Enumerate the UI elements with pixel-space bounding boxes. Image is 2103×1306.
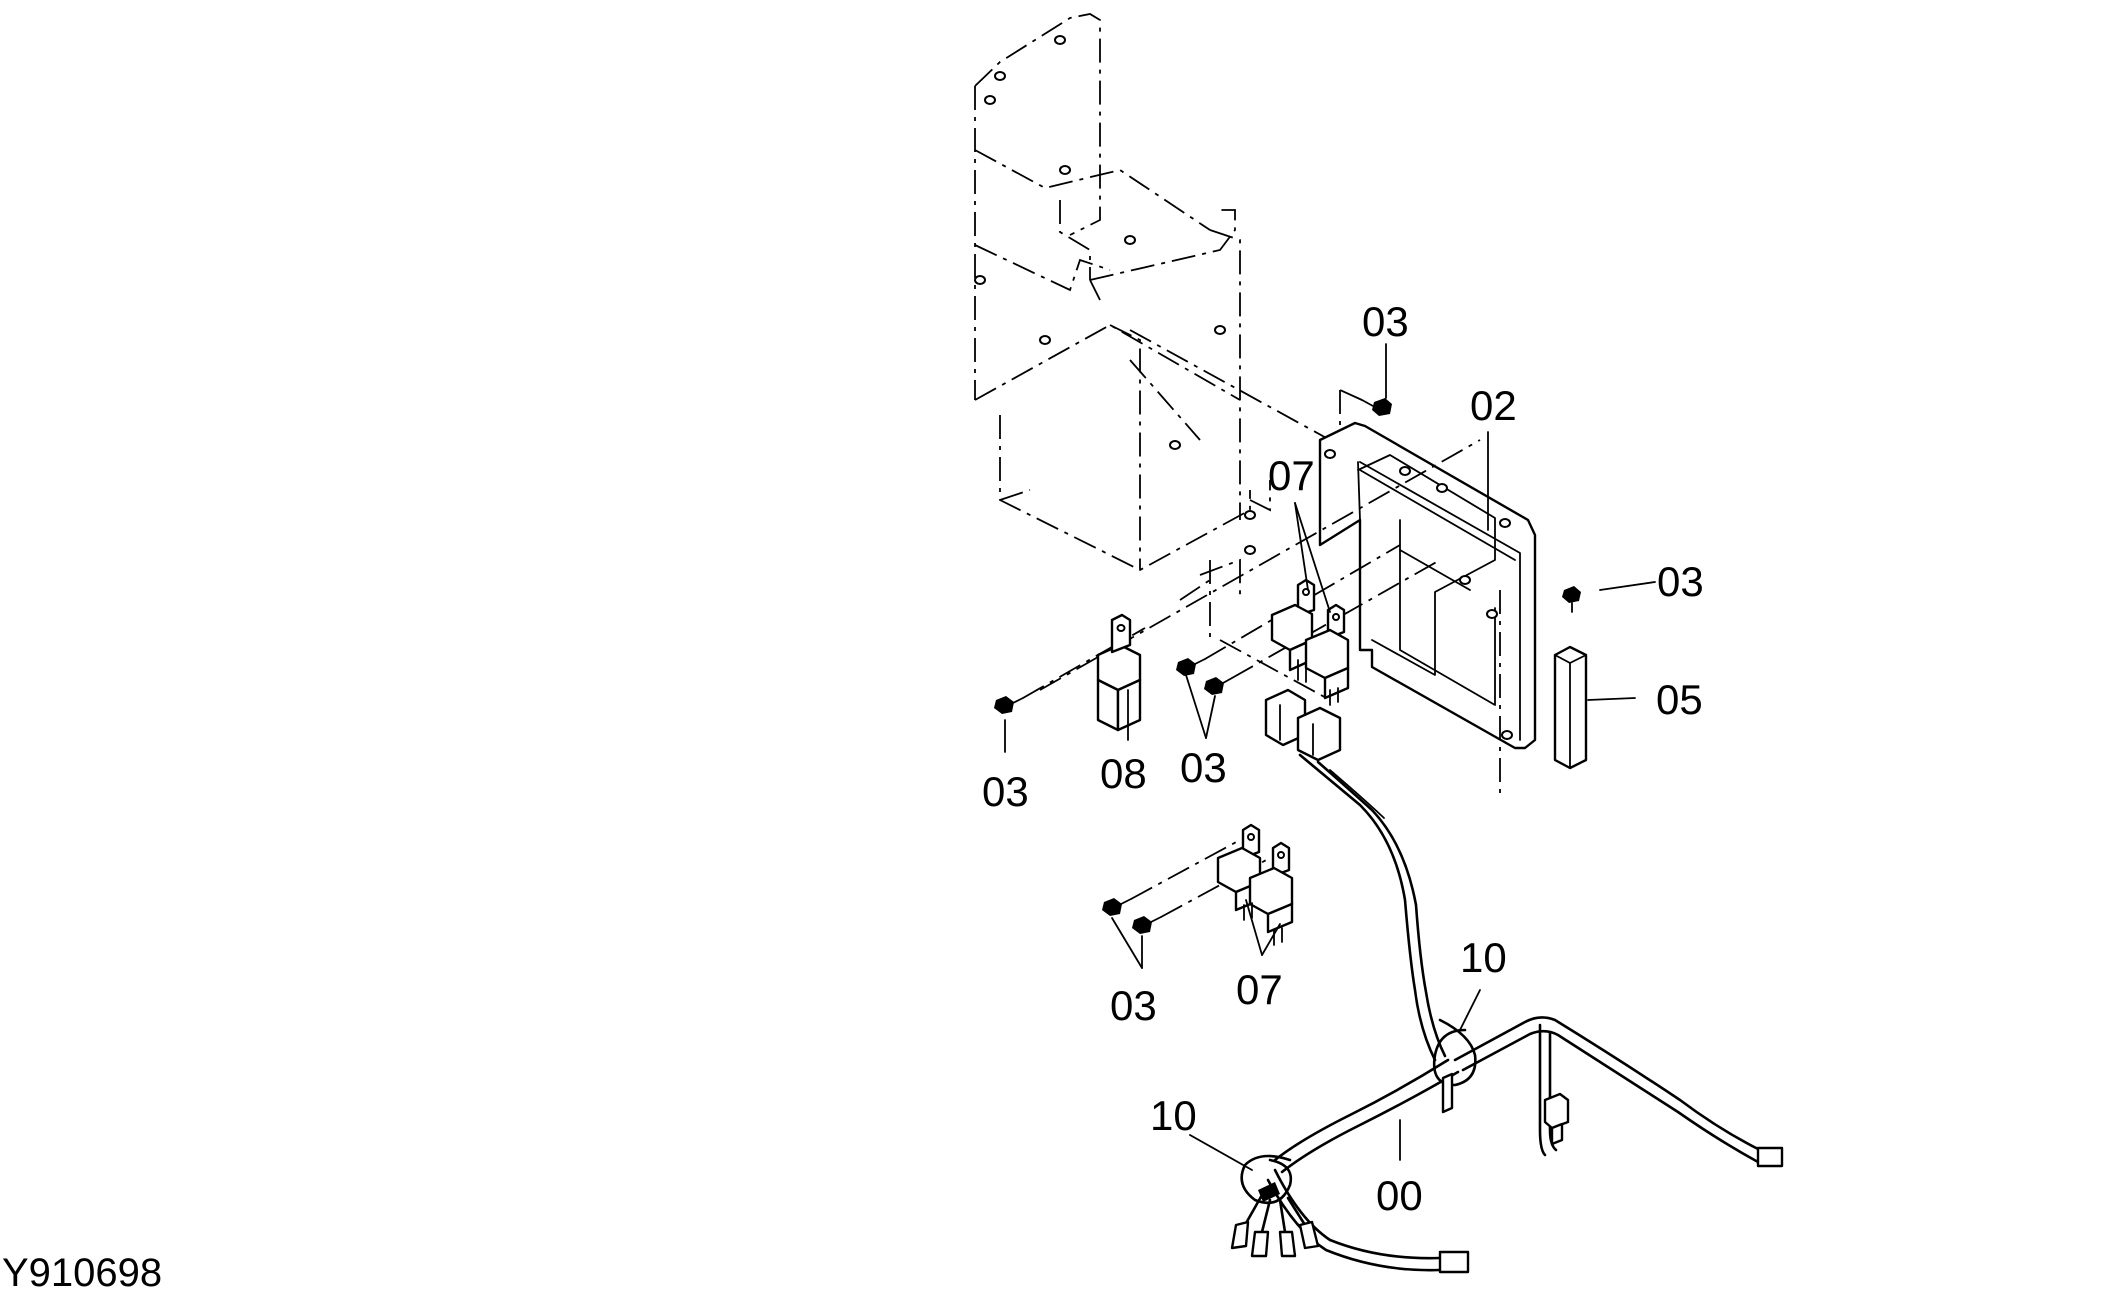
callout-10-right: 10: [1460, 934, 1507, 981]
relays-07-upper: [1219, 578, 1350, 762]
callout-00: 00: [1376, 1172, 1423, 1219]
callout-05: 05: [1656, 676, 1703, 723]
callout-03-left: 03: [982, 768, 1029, 815]
leader-lines: [1004, 343, 1656, 1171]
screw-right: [1562, 586, 1581, 613]
control-panel: [1318, 390, 1537, 800]
screw-mid-b: [1204, 677, 1233, 695]
callout-03-mid: 03: [1180, 744, 1227, 791]
wiring-harness: [1230, 753, 1784, 1274]
callout-02: 02: [1470, 382, 1517, 429]
callout-10-left: 10: [1150, 1092, 1197, 1139]
screw-top: [1339, 389, 1392, 416]
mounting-bracket: [974, 13, 1331, 640]
screw-mid-a: [1176, 658, 1206, 676]
drawing-id: Y910698: [2, 1251, 162, 1295]
callout-08: 08: [1100, 750, 1147, 797]
callout-07-low: 07: [1236, 966, 1283, 1013]
callout-03-low: 03: [1110, 982, 1157, 1029]
bracket-strip: [1553, 645, 1588, 770]
callout-03-right: 03: [1657, 558, 1704, 605]
screw-low-a: [1102, 839, 1241, 916]
callout-03-top: 03: [1362, 298, 1409, 345]
relays-07-lower: [1216, 823, 1294, 946]
relay-08: [1096, 613, 1142, 732]
callout-labels: 03 02 07 03 05 03 08 03 03 07 10 10 00: [982, 298, 1704, 1219]
callout-07-top: 07: [1268, 452, 1315, 499]
